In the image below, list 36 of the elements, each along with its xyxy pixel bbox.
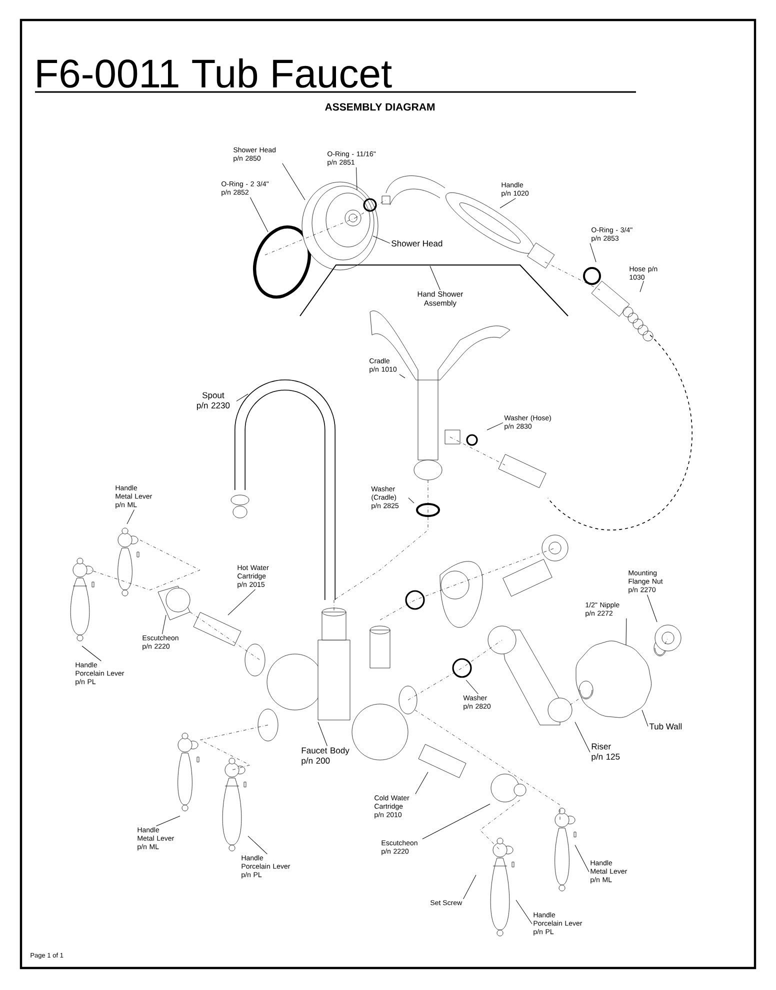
leader-line bbox=[422, 804, 490, 840]
leader-line bbox=[646, 594, 658, 622]
leader-line bbox=[590, 243, 596, 262]
leader-line bbox=[415, 772, 428, 794]
leader-line bbox=[372, 236, 390, 244]
leader-line bbox=[463, 874, 476, 900]
leader-line bbox=[399, 374, 406, 378]
part-label: Spout p/n 2230 bbox=[196, 392, 230, 410]
leader-line bbox=[156, 816, 180, 826]
leader-line bbox=[430, 266, 440, 290]
part-label: Tub Wall bbox=[649, 723, 682, 730]
leader-line bbox=[228, 589, 256, 616]
leader-line bbox=[408, 498, 414, 504]
leader-line bbox=[516, 900, 532, 924]
leader-line bbox=[236, 394, 248, 402]
part-label: Shower Head bbox=[392, 240, 442, 246]
leader-line bbox=[500, 198, 516, 208]
part-label: Riser p/n 125 bbox=[592, 743, 620, 762]
leader-line bbox=[642, 710, 648, 727]
leader-line bbox=[626, 618, 627, 646]
leader-line bbox=[250, 197, 268, 232]
leader-line bbox=[248, 836, 268, 854]
title: F6-0011 Tub Faucet bbox=[37, 58, 392, 88]
leader-line bbox=[356, 167, 358, 190]
leader-line bbox=[318, 722, 328, 746]
part-label: Faucet Body p/n 200 bbox=[302, 747, 350, 766]
subtitle: ASSEMBLY DIAGRAM bbox=[325, 103, 435, 111]
leader-line bbox=[574, 844, 590, 872]
leader-line bbox=[486, 422, 504, 430]
leader-line bbox=[162, 614, 166, 634]
leader-line bbox=[574, 722, 590, 753]
leader-line bbox=[640, 280, 644, 292]
leader-line bbox=[82, 646, 102, 662]
leader-line bbox=[282, 163, 306, 200]
leader-line bbox=[126, 509, 134, 524]
leader-line bbox=[466, 680, 478, 694]
